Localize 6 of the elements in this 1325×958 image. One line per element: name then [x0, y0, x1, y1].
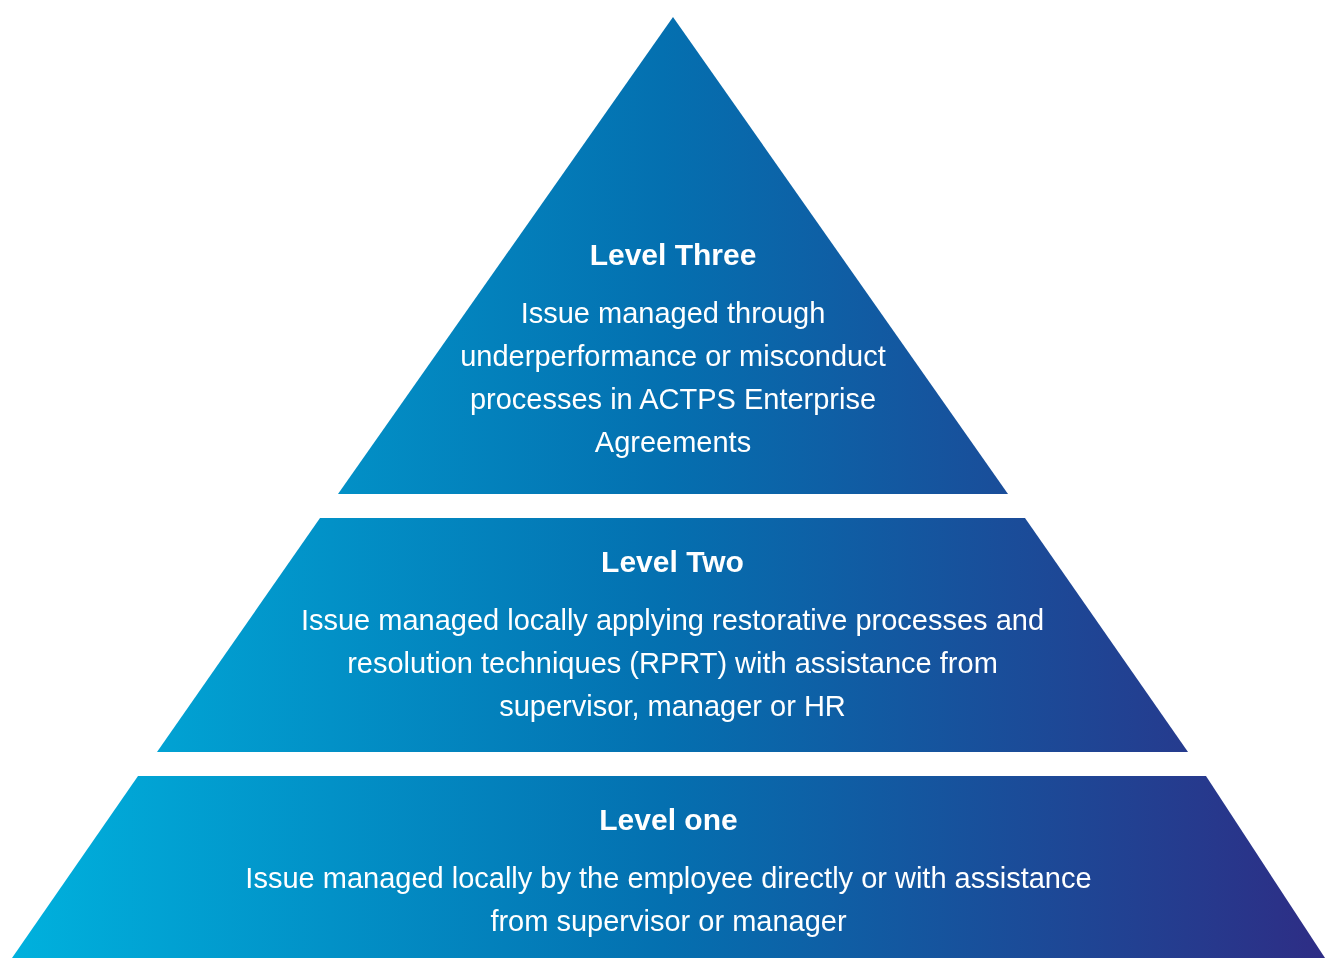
- level-heading: Level one: [598, 802, 739, 838]
- level-heading: Level Three: [588, 237, 758, 273]
- level-description: Issue managed locally applying restorative processes and resolution techniques (RPRT) with assistance from supervisor, manager or HR: [299, 603, 1046, 724]
- level-description: Issue managed through underperformance or misconduct processes in ACTPS Enterprise Agreements: [459, 296, 887, 460]
- level-description: Issue managed locally by the employee directly or with assistance from supervisor or manager: [244, 861, 1093, 939]
- level-heading: Level Two: [600, 544, 745, 580]
